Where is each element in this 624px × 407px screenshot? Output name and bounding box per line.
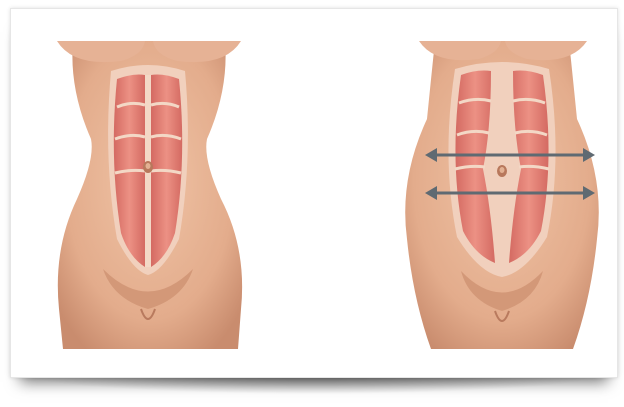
illustration-card	[10, 8, 618, 378]
diastasis-recti-figure	[391, 9, 611, 349]
diastasis-recti-illustration	[391, 9, 611, 349]
normal-abdomen-figure	[33, 9, 263, 349]
normal-abdomen-illustration	[33, 9, 263, 349]
